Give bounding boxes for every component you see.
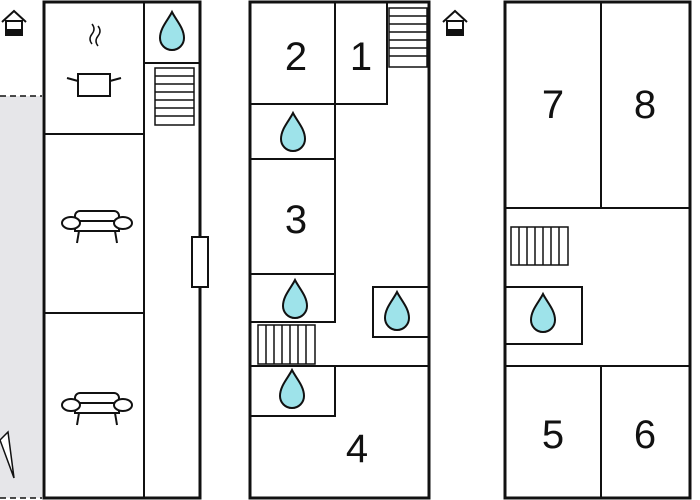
room-number-7: 7: [542, 83, 564, 127]
north-arrow-icon: [0, 430, 15, 479]
middle-floor-outline: [248, 0, 431, 500]
left-floor: [42, 0, 209, 500]
house-entrance-icon: [442, 9, 468, 36]
staircase-icon: [257, 324, 316, 365]
water-drop-icon: [278, 367, 306, 409]
staircase-icon: [154, 67, 195, 126]
bathroom: [372, 286, 430, 338]
room-number-4: 4: [346, 427, 368, 471]
bathroom: [504, 286, 583, 345]
right-floor: 7 8 5 6: [503, 0, 692, 500]
bathroom: [249, 273, 336, 323]
water-drop-icon: [158, 9, 186, 51]
water-drop-icon: [281, 277, 309, 319]
middle-floor: 2 1 3 4: [248, 0, 431, 500]
water-drop-icon: [383, 289, 411, 331]
bathroom: [249, 365, 336, 417]
water-drop-icon: [529, 291, 557, 333]
outdoor-area: [0, 96, 42, 498]
sofa-icon: [61, 210, 133, 244]
staircase-icon: [510, 226, 569, 266]
room-number-8: 8: [634, 83, 656, 127]
room-1: [334, 1, 388, 105]
sofa-icon: [61, 392, 133, 426]
staircase-icon: [388, 7, 428, 68]
door-icon: [191, 236, 209, 288]
right-floor-outline: [503, 0, 692, 500]
water-drop-icon: [279, 110, 307, 152]
cooking-pot-icon: [66, 23, 122, 97]
room-number-6: 6: [634, 413, 656, 457]
room-number-1: 1: [350, 35, 372, 79]
room-number-2: 2: [285, 35, 307, 79]
room-number-5: 5: [542, 413, 564, 457]
house-entrance-icon: [1, 9, 27, 36]
room-number-3: 3: [285, 198, 307, 242]
